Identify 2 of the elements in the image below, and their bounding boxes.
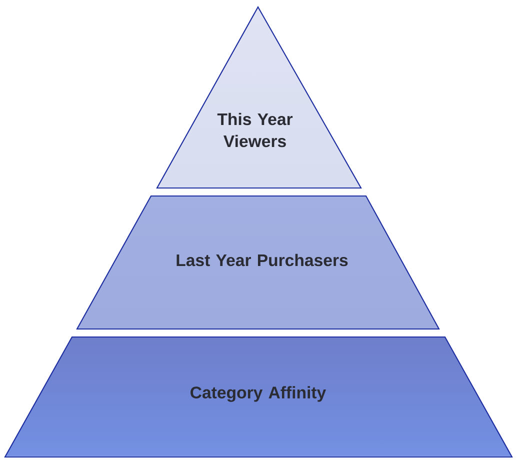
pyramid-tier: Last Year Purchasers xyxy=(76,195,440,330)
pyramid-tier: Category Affinity xyxy=(4,336,513,458)
